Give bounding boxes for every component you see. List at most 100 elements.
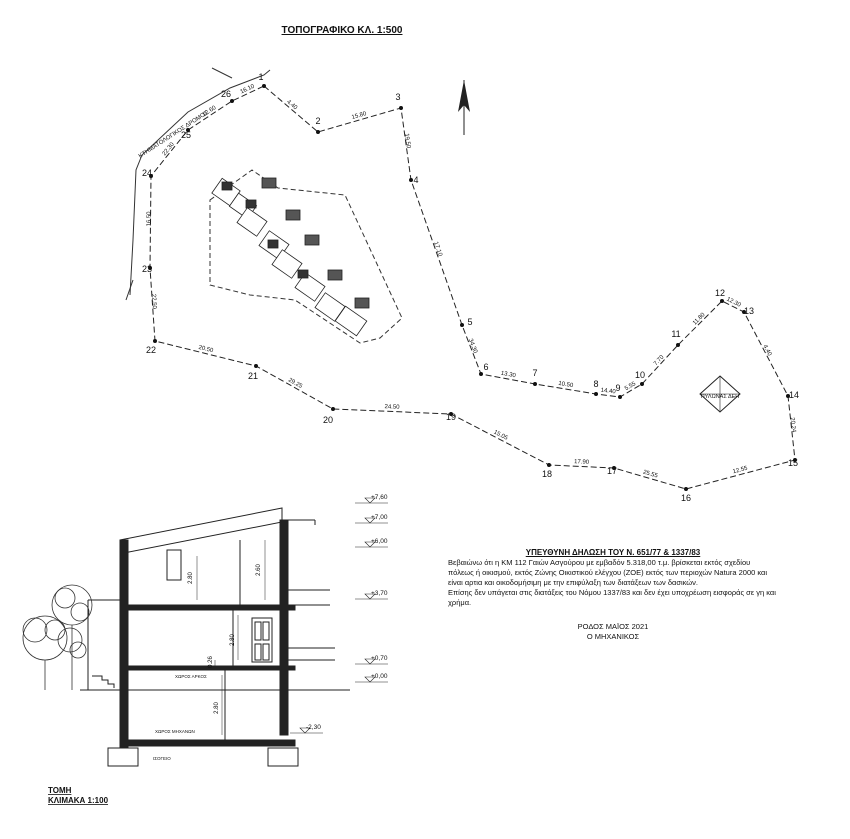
survey-point-label: 9 (615, 383, 620, 393)
survey-point-label: 24 (142, 168, 152, 178)
survey-point-label: 22 (146, 345, 156, 355)
survey-point-label: 18 (542, 469, 552, 479)
level-label: +7,60 (371, 494, 388, 501)
survey-point (640, 382, 644, 386)
height-label: 2.60 (256, 564, 262, 576)
level-triangle-icon (364, 541, 376, 548)
survey-point-label: 1 (258, 72, 263, 82)
dimension-label: 20.50 (198, 345, 215, 355)
survey-point-label: 20 (323, 415, 333, 425)
dimension-label: 12.55 (732, 466, 749, 476)
survey-point (254, 364, 258, 368)
survey-point (786, 394, 790, 398)
survey-point (409, 178, 413, 182)
height-label: 2.80 (214, 702, 220, 714)
level-label: +3,70 (371, 590, 388, 597)
declaration-body: Βεβαιώνω ότι η ΚΜ 112 Γαιών Ασγούρου με … (448, 558, 768, 587)
survey-point (676, 343, 680, 347)
pylon-symbol: ΠΥΛΩΝΑΣ ΔΕΗ (699, 375, 741, 413)
survey-point-label: 17 (607, 466, 617, 476)
survey-point-label: 16 (681, 493, 691, 503)
survey-point-label: 21 (248, 371, 258, 381)
plot-boundary (149, 85, 796, 490)
dimension-label: 20.24 (789, 417, 797, 433)
survey-point (449, 412, 453, 416)
dimension-label: 19.50 (403, 133, 411, 149)
survey-point (684, 487, 688, 491)
section-scale: ΚΛΙΜΑΚΑ 1:100 (48, 796, 109, 805)
section-drawing (80, 507, 350, 767)
survey-point (594, 392, 598, 396)
level-triangle-icon (364, 517, 376, 524)
survey-point-label: 19 (446, 412, 456, 422)
height-label: 0.26 (208, 656, 214, 668)
dimension-label: 16.10 (240, 83, 257, 95)
tree-icons (22, 584, 93, 690)
survey-point (230, 99, 234, 103)
survey-point-label: 14 (789, 390, 799, 400)
survey-point (793, 458, 797, 462)
level-label: +7,00 (371, 514, 388, 521)
dimension-label: 16.50 (146, 211, 152, 227)
dimension-label: 24.50 (384, 404, 400, 411)
height-label: 2.80 (230, 634, 236, 646)
survey-point (618, 395, 622, 399)
survey-point-label: 7 (532, 368, 537, 378)
north-arrow-icon (458, 80, 470, 135)
dimension-label: 4.40 (762, 344, 773, 358)
level-label: +0,00 (371, 673, 388, 680)
survey-point-label: 2 (315, 116, 320, 126)
pylon-label: ΠΥΛΩΝΑΣ ΔΕΗ (701, 394, 740, 400)
dimension-label: 15.80 (351, 111, 368, 121)
survey-point (533, 382, 537, 386)
topo-title: ΤΟΠΟΓΡΑΦΙΚΟ ΚΛ. 1:500 (282, 25, 403, 36)
dimension-label: 11.80 (692, 312, 707, 327)
survey-point (460, 323, 464, 327)
survey-point-label: 23 (142, 264, 152, 274)
survey-point-label: 10 (635, 370, 645, 380)
road (125, 67, 271, 301)
survey-point (479, 372, 483, 376)
survey-point-label: 4 (413, 175, 418, 185)
survey-point (149, 174, 153, 178)
survey-point (186, 128, 190, 132)
declaration-heading: ΥΠΕΥΘΥΝΗ ΔΗΛΩΣΗ ΤΟΥ Ν. 651/77 & 1337/83 (525, 548, 701, 557)
height-dimensions: 2.80 2.60 2.80 0.26 2.80 (188, 564, 262, 714)
survey-point-label: 13 (744, 306, 754, 316)
level-triangle-icon (364, 593, 376, 600)
room-label-3: ΙΣΟΓΕΙΟ (153, 756, 171, 761)
section-title: ΤΟΜΗ (48, 786, 72, 795)
survey-point-label: 12 (715, 288, 725, 298)
survey-point (720, 299, 724, 303)
survey-point-label: 11 (671, 329, 680, 339)
level-markers: +7,60+7,00+6,00+3,70+0,70+0,00-2,30 (290, 494, 388, 734)
level-triangle-icon (364, 497, 376, 504)
level-label: +0,70 (371, 655, 388, 662)
dimension-label: 34.30 (467, 338, 478, 355)
declaration-body-2: Επίσης δεν υπάγεται στις διατάξεις του Ν… (448, 588, 776, 607)
survey-point-label: 6 (483, 362, 488, 372)
dimension-label: 25.55 (642, 470, 659, 480)
room-label-2: ΧΩΡΟΣ ΜΗΧΑΝΩΝ (155, 729, 195, 734)
survey-point (547, 463, 551, 467)
dimension-label: 14.40 (600, 388, 616, 396)
height-label: 2.80 (188, 572, 194, 584)
survey-point-label: 5 (467, 317, 472, 327)
survey-point (148, 266, 152, 270)
building-units (211, 177, 370, 337)
level-label: -2,30 (306, 724, 321, 731)
dimension-label: 13.30 (500, 371, 517, 380)
survey-point-label: 8 (593, 379, 598, 389)
signatory: Ο ΜΗΧΑΝΙΚΟΣ (586, 632, 640, 641)
survey-point-label: 25 (181, 130, 191, 140)
survey-point (742, 310, 746, 314)
dimension-label: 5.55 (624, 381, 638, 392)
dimension-label: 22.50 (150, 294, 157, 310)
survey-point-label: 3 (395, 92, 400, 102)
survey-point (316, 130, 320, 134)
survey-point (399, 106, 403, 110)
road-label: ΚΤΗΜΑΤΟΛΟΓΙΚΟΣ ΔΡΟΜΟΣ (138, 110, 210, 160)
dimension-label: 17.90 (574, 459, 590, 466)
